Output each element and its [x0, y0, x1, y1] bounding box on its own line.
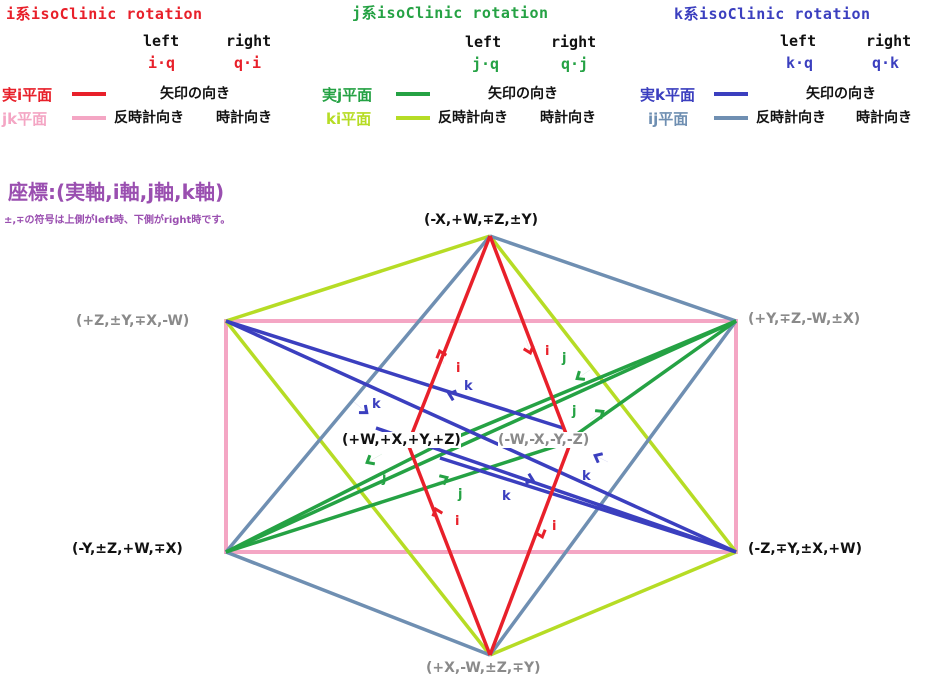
group-k-cw: 時計向き [856, 110, 912, 126]
group-j-other-plane-swatch [396, 116, 430, 120]
coords-title: 座標:(実軸,i軸,j軸,k軸) [8, 180, 225, 204]
group-j-real-plane: 実j平面 [322, 86, 373, 104]
arrow-j-lower-left-1 [368, 453, 383, 462]
edge-label-k: k [502, 489, 511, 504]
ij-edge [225, 550, 491, 657]
arrow-i-up-lower [436, 510, 440, 523]
vertex-label-upper-left: (+Z,±Y,∓X,-W) [76, 313, 190, 329]
real-j-edge [225, 442, 564, 554]
edge-label-k: k [464, 379, 473, 394]
edge-label-j: j [561, 351, 566, 366]
ki-plane-lines [224, 234, 738, 657]
group-i-left-op: i·q [148, 54, 176, 72]
ki-edge [224, 319, 492, 657]
arrow-j-upper-right-2 [589, 412, 602, 421]
group-k-ccw: 反時計向き [756, 110, 826, 126]
arrow-k-center-bottom [519, 476, 532, 480]
arrowheads [353, 339, 609, 536]
group-j-arrow-dir: 矢印の向き [488, 86, 558, 102]
ij-plane-lines [224, 234, 738, 657]
real-i-edge [406, 443, 492, 656]
real-k-edge [225, 319, 737, 554]
group-k-title: k系isoClinic rotation [674, 5, 871, 23]
real-k-plane-lines [225, 319, 737, 554]
group-k-other-plane: ij平面 [648, 110, 689, 128]
real-i-edge [488, 235, 572, 445]
group-k-other-plane-swatch [714, 116, 748, 120]
jk-plane-rectangle [224, 319, 738, 554]
real-k-edge [225, 319, 564, 430]
group-k-left-op: k·q [786, 54, 814, 72]
edge-label-i: i [545, 344, 549, 359]
ij-edge [488, 319, 738, 657]
real-j-plane-lines [225, 319, 738, 554]
real-j-edge [225, 442, 441, 554]
group-j-title: j系isoClinic rotation [352, 4, 549, 22]
coords-note: ±,∓の符号は上側がleft時、下側がright時です。 [4, 215, 231, 226]
group-i-real-plane-swatch [72, 92, 106, 96]
arrow-i-down-lower [538, 523, 542, 536]
arrow-j-upper-right-1 [578, 369, 591, 378]
ki-edge [225, 234, 491, 323]
edge-label-j: j [381, 471, 386, 486]
group-i-cw: 時計向き [216, 110, 272, 126]
group-j-right-label: right [551, 33, 597, 51]
vertex-label-lower-right: (-Z,∓Y,±X,+W) [748, 541, 862, 557]
group-k-real-plane-swatch [714, 92, 748, 96]
edge-label-k: k [372, 397, 381, 412]
group-k-right-op: q·k [872, 54, 900, 72]
group-i-other-plane: jk平面 [2, 110, 48, 128]
ki-edge [489, 550, 737, 657]
ij-edge [224, 234, 492, 554]
arrow-j-lower-left-2 [433, 478, 446, 484]
ij-edge [489, 234, 737, 323]
group-j-left-label: left [465, 33, 502, 51]
group-j-ccw: 反時計向き [438, 110, 508, 126]
real-k-edge [375, 426, 737, 554]
vertex-label-upper-right: (+Y,∓Z,-W,±X) [748, 311, 861, 327]
vertex-label-center-right: (-W,-X,-Y,-Z) [498, 432, 590, 448]
arrow-i-down-right [526, 339, 530, 352]
group-i-left-label: left [143, 32, 180, 50]
group-j-left-op: j·q [472, 55, 500, 73]
vertex-label-top: (-X,+W,∓Z,±Y) [424, 212, 538, 228]
group-i-title: i系isoClinic rotation [6, 5, 203, 23]
arrow-k-center-top [450, 394, 463, 398]
group-j-real-plane-swatch [396, 92, 430, 96]
edge-label-i: i [552, 519, 556, 534]
arrow-k-right [596, 456, 609, 462]
vertex-label-lower-left: (-Y,±Z,+W,∓X) [72, 541, 183, 557]
ki-edge [488, 234, 738, 554]
group-j-cw: 時計向き [540, 110, 596, 126]
arrow-i-up-left [440, 352, 444, 365]
edge-label-j: j [571, 404, 576, 419]
group-i-right-label: right [226, 32, 272, 50]
group-i-ccw: 反時計向き [114, 110, 184, 126]
group-j-right-op: q·j [561, 55, 589, 73]
vertex-label-bottom: (+X,-W,±Z,∓Y) [426, 660, 541, 676]
group-k-left-label: left [780, 32, 817, 50]
group-k-arrow-dir: 矢印の向き [806, 86, 876, 102]
real-j-edge [439, 319, 737, 446]
edge-label-j: j [457, 487, 462, 502]
real-i-edge [406, 235, 492, 445]
group-i-right-op: q·i [234, 54, 262, 72]
edge-label-i: i [455, 514, 459, 529]
edge-label-i: i [456, 361, 460, 376]
real-i-edge [488, 443, 572, 656]
vertex-label-center-left: (+W,+X,+Y,+Z) [342, 432, 461, 448]
group-j-other-plane: ki平面 [326, 110, 372, 128]
group-k-right-label: right [866, 32, 912, 50]
group-i-real-plane: 実i平面 [2, 86, 53, 104]
group-i-arrow-dir: 矢印の向き [160, 86, 230, 102]
arrow-k-left [353, 401, 366, 412]
real-j-edge [561, 319, 738, 446]
group-i-other-plane-swatch [72, 116, 106, 120]
group-k-real-plane: 実k平面 [640, 86, 695, 104]
edge-labels: i i i i j j j j k k k k [372, 344, 591, 534]
edge-label-k: k [582, 469, 591, 484]
real-i-plane-lines [406, 235, 572, 656]
